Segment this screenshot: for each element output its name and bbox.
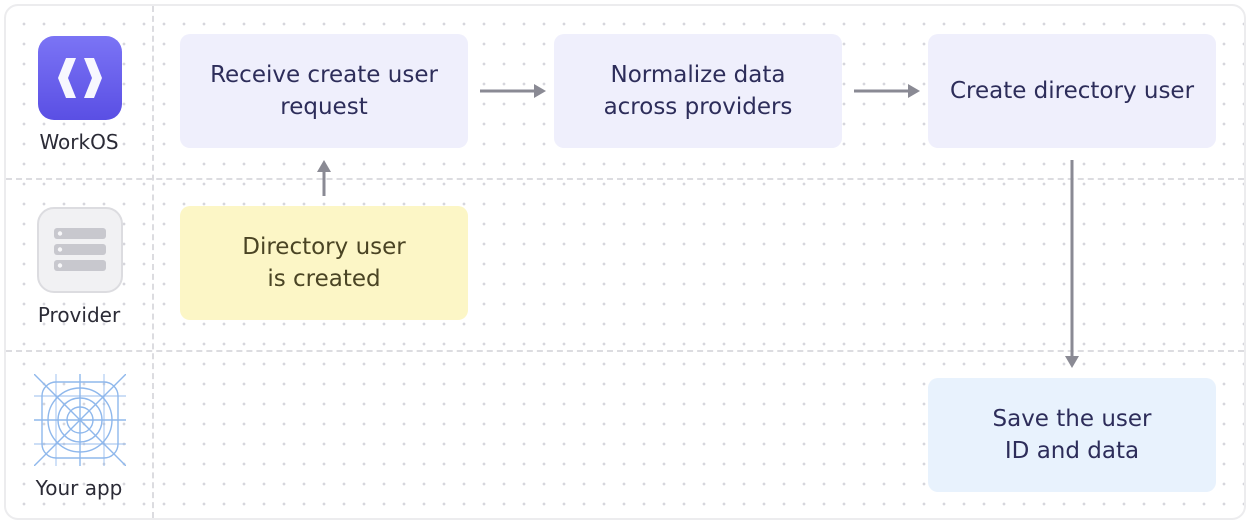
lane-divider-provider-app [6,350,1244,352]
app-blueprint-icon [33,373,127,467]
step-normalize-data: Normalize data across providers [554,34,842,148]
step-normalize-line-2: across providers [603,94,793,120]
step-save-line-1: Save the user [992,406,1152,432]
step-normalize-line-1: Normalize data [610,62,786,88]
step-receive-create-user-request: Receive create user request [180,34,468,148]
arrow-head-provider-to-receive [317,160,331,172]
step-save-line-2: ID and data [1004,438,1140,464]
arrow-head-create-to-save [1065,356,1079,368]
step-create-directory-user: Create directory user [928,34,1216,148]
step-directory-user-created: Directory user is created [180,206,468,320]
step-provider-line-2: is created [267,266,381,292]
step-save-user-id-and-data: Save the user ID and data [928,378,1216,492]
arrow-head-normalize-to-create [908,84,920,98]
step-create-line-1: Create directory user [949,78,1195,104]
server-icon [36,206,124,294]
lane-label-app: Your app [35,476,123,500]
lane-divider-workos-provider [6,178,1244,180]
step-receive-line-1: Receive create user [210,62,438,88]
workos-logo-icon [36,34,124,122]
diagram-frame: WorkOS Provider Your ap [4,4,1246,520]
arrow-head-receive-to-normalize [534,84,546,98]
step-receive-line-2: request [280,94,368,120]
step-provider-line-1: Directory user [242,234,406,260]
lane-label-provider: Provider [37,303,121,327]
lane-label-divider [152,6,154,518]
lane-label-workos: WorkOS [39,130,119,154]
flow-arrows [317,84,1079,368]
